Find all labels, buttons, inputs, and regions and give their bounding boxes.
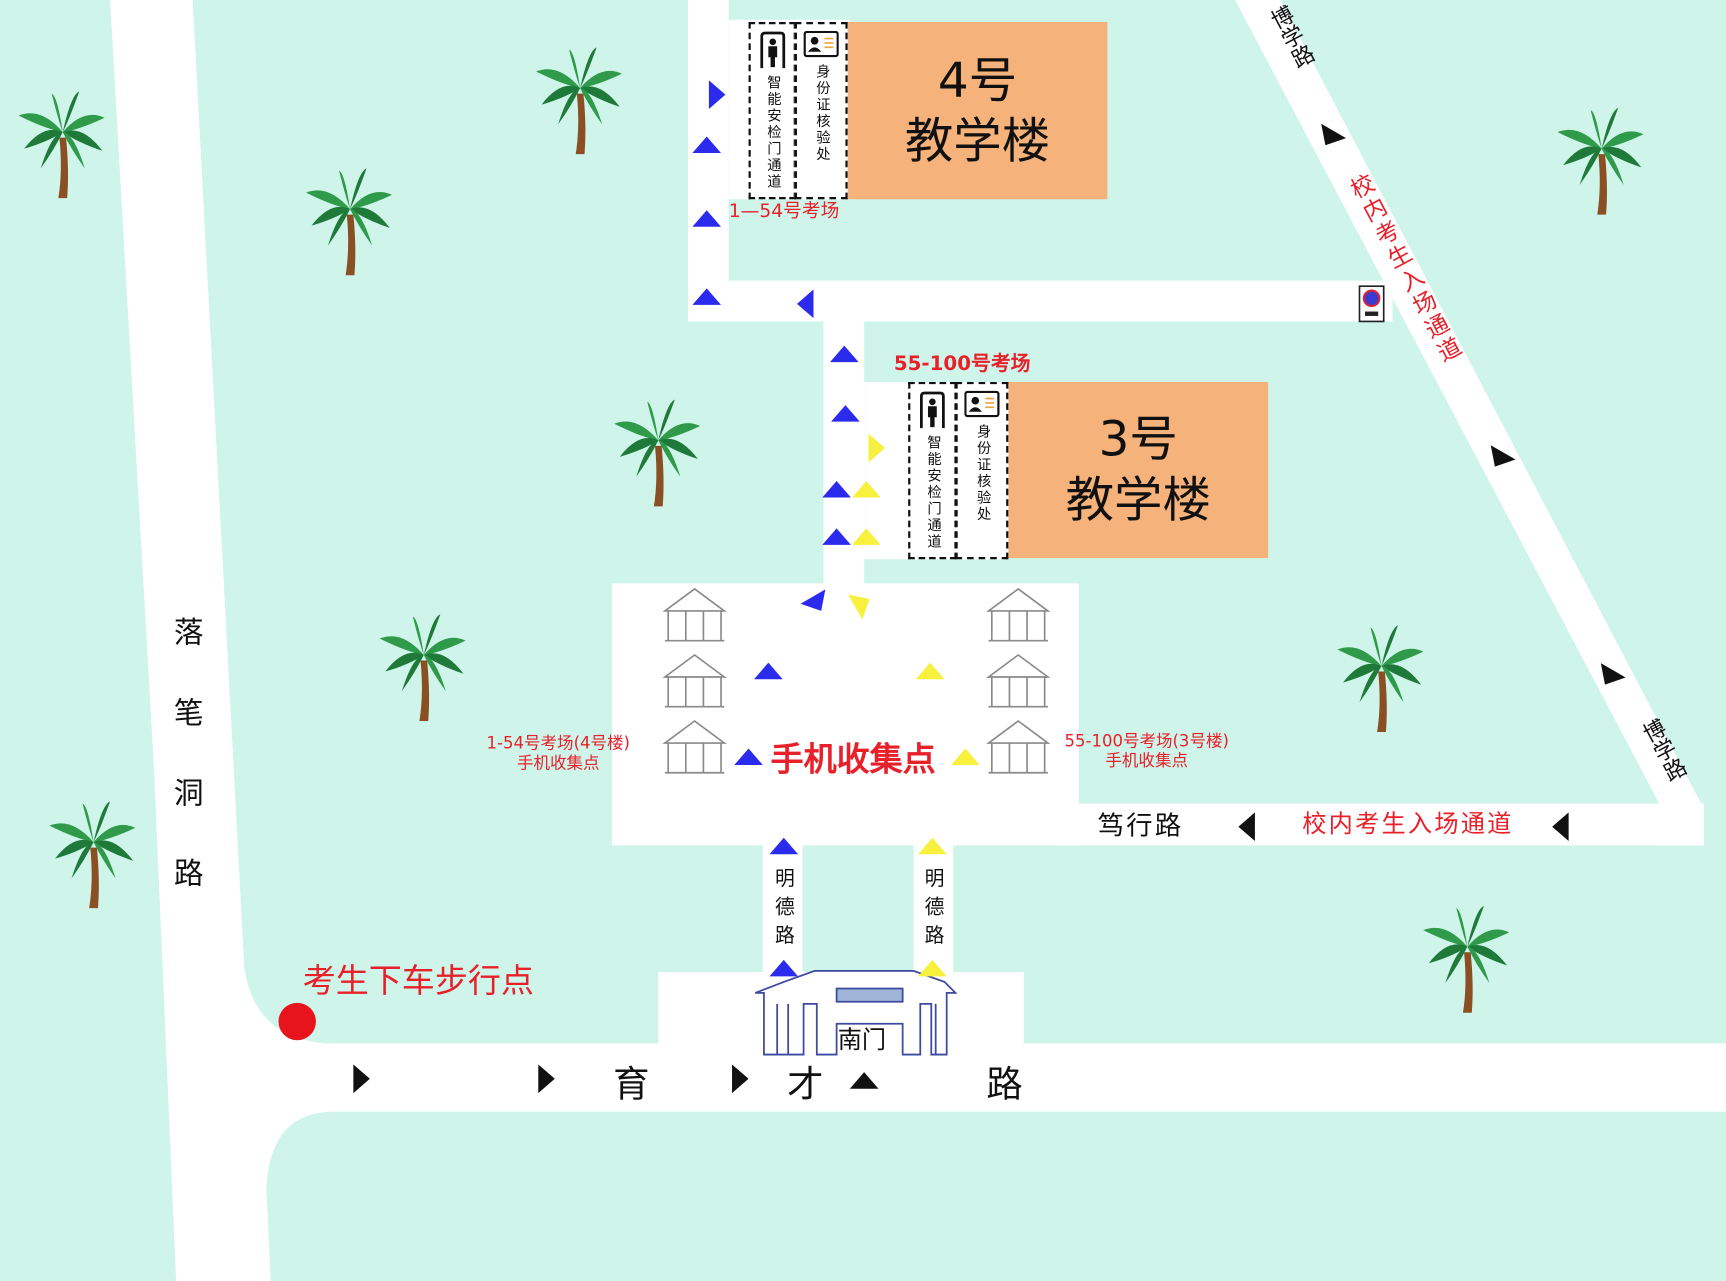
arrow-triangle-icon	[796, 289, 814, 319]
road-4-left	[688, 0, 729, 322]
phone-collection-left-label: 1-54号考场(4号楼) 手机收集点	[487, 733, 630, 773]
phone-collection-left-line1: 1-54号考场(4号楼)	[486, 733, 630, 753]
palm-tree-icon	[306, 168, 392, 276]
campus-entry-route-horizontal: 校内考生入场通道	[1302, 811, 1514, 839]
pavilion-icon	[662, 719, 727, 774]
id-card-icon	[964, 390, 1000, 418]
phone-collection-main-label: 手机收集点	[770, 740, 936, 780]
pavilion-icon	[986, 719, 1051, 774]
arrow-triangle-icon	[769, 837, 799, 855]
palm-tree-icon	[614, 399, 701, 507]
direction-arrows	[353, 80, 1626, 1094]
road-duxing	[1056, 803, 1705, 846]
road-label-yucai-3: 路	[986, 1062, 1023, 1106]
security-gate-icon	[919, 391, 945, 429]
arrow-triangle-icon	[800, 589, 826, 611]
security-gate-3: 智能安检门通道	[908, 381, 957, 560]
id-card-icon	[803, 30, 839, 58]
arrow-triangle-icon	[732, 1064, 749, 1094]
road-label-yucai-1: 育	[613, 1062, 650, 1106]
palm-tree-icon	[1337, 625, 1424, 733]
arrow-triangle-icon	[754, 662, 783, 680]
arrow-triangle-icon	[822, 481, 851, 498]
security-gate-label: 智能安检门通道	[924, 434, 941, 551]
dropoff-point-label: 考生下车步行点	[302, 962, 534, 1001]
road-mingde-left	[762, 836, 803, 980]
road-mingde-right	[913, 836, 954, 980]
arrow-triangle-icon	[852, 481, 881, 498]
security-gate-label: 智能安检门通道	[763, 74, 781, 191]
id-check-4: 身份证核验处	[794, 22, 848, 200]
palm-tree-icon	[379, 614, 466, 722]
id-check-label: 身份证核验处	[812, 63, 830, 163]
palm-tree-icon	[18, 91, 105, 199]
arrow-triangle-icon	[868, 433, 886, 463]
id-check-3: 身份证核验处	[955, 381, 1009, 560]
phone-collection-right-line1: 55-100号考场(3号楼)	[1064, 730, 1229, 751]
trees	[18, 47, 1644, 1013]
arrow-triangle-icon	[692, 210, 722, 227]
road-label-luobidong: 落笔洞路	[168, 616, 203, 938]
south-gate-square	[658, 972, 1024, 1050]
dropoff-point-dot	[278, 1002, 316, 1041]
arrow-triangle-icon	[538, 1064, 555, 1094]
arrow-triangle-icon	[1490, 445, 1516, 467]
building-4: 4号 教学楼	[847, 22, 1108, 200]
plaza	[612, 583, 1079, 846]
phone-collection-left-line2: 手机收集点	[516, 752, 600, 773]
arrow-triangle-icon	[734, 748, 763, 766]
palm-tree-icon	[49, 801, 136, 909]
gate-icon	[754, 970, 958, 1056]
security-gate-icon	[759, 31, 785, 69]
road-boxue	[1235, 0, 1705, 846]
road-label-mingde-right: 明德路	[921, 867, 945, 954]
arrow-triangle-icon	[822, 528, 851, 545]
arrow-triangle-icon	[692, 288, 722, 305]
palm-tree-icon	[1423, 905, 1510, 1013]
palm-tree-icon	[1557, 107, 1644, 215]
road-label-yucai-2: 才	[787, 1062, 824, 1106]
building-3: 3号 教学楼	[1008, 381, 1269, 559]
road-connector	[688, 280, 1393, 322]
exam-rooms-4-label: 1—54号考场	[728, 200, 840, 223]
south-gate-label: 南门	[837, 1027, 887, 1055]
building-3-name: 教学楼	[1065, 472, 1211, 529]
pavilion-icon	[986, 587, 1051, 642]
phone-collection-pavilions	[662, 587, 1051, 774]
pavilion-icon	[662, 653, 727, 708]
id-check-label: 身份证核验处	[973, 423, 991, 523]
phone-collection-right-label: 55-100号考场(3号楼) 手机收集点	[1064, 731, 1228, 771]
road-label-mingde-left: 明德路	[771, 867, 795, 954]
arrow-triangle-icon	[692, 136, 722, 154]
road-label-duxing: 笃行路	[1097, 810, 1184, 842]
arrow-triangle-icon	[1238, 812, 1255, 842]
pavilion-icon	[986, 653, 1051, 708]
security-gate-4: 智能安检门通道	[748, 22, 796, 200]
road-sign-icon	[1358, 285, 1385, 323]
arrow-triangle-icon	[1552, 812, 1569, 842]
pavilion-icon	[662, 587, 727, 642]
arrow-triangle-icon	[848, 594, 870, 620]
arrow-triangle-icon	[918, 837, 947, 855]
building-3-number: 3号	[1098, 411, 1178, 468]
phone-collection-right-line2: 手机收集点	[1105, 750, 1188, 771]
arrow-triangle-icon	[708, 80, 726, 109]
arrow-triangle-icon	[1600, 663, 1626, 685]
building-4-number: 4号	[937, 52, 1018, 109]
arrow-triangle-icon	[831, 405, 860, 422]
arrow-triangle-icon	[769, 959, 799, 977]
arrow-triangle-icon	[918, 959, 947, 977]
arrow-triangle-icon	[852, 528, 881, 545]
exam-rooms-3-label: 55-100号考场	[893, 352, 1031, 376]
building-4-name: 教学楼	[904, 112, 1051, 169]
palm-tree-icon	[536, 47, 622, 155]
arrow-triangle-icon	[951, 748, 980, 766]
arrow-triangle-icon	[1321, 123, 1347, 146]
road-luobidong	[110, 0, 1726, 1281]
arrow-triangle-icon	[353, 1064, 370, 1094]
arrow-triangle-icon	[830, 345, 859, 363]
arrow-triangle-icon	[915, 662, 945, 680]
arrow-triangle-icon	[849, 1072, 879, 1089]
